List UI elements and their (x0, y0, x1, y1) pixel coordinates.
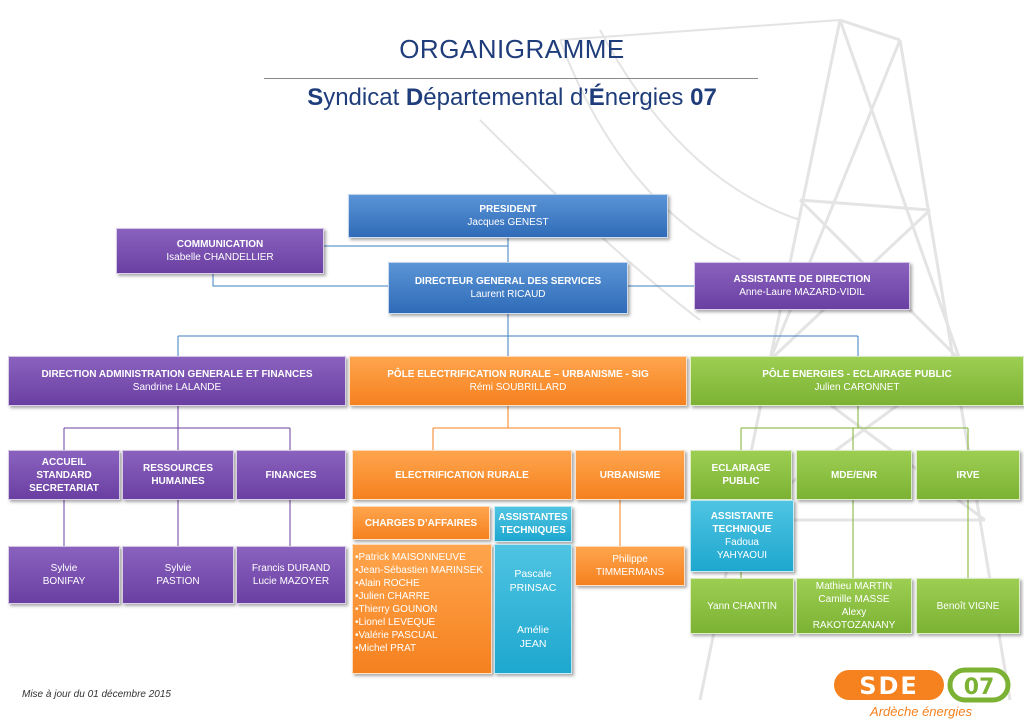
assistante-direction-box: ASSISTANTE DE DIRECTION Anne-Laure MAZAR… (694, 262, 910, 310)
charges-affaires-list: •Patrick MAISONNEUVE •Jean-Sébastien MAR… (352, 544, 492, 674)
electrification-rurale-box: ELECTRIFICATION RURALE (352, 450, 572, 500)
list-item: •Michel PRAT (355, 643, 417, 654)
staff-assistantes: Pascale PRINSAC Amélie JEAN (494, 544, 572, 674)
staff-mde: Mathieu MARTIN Camille MASSE Alexy RAKOT… (796, 578, 912, 634)
urbanisme-box: URBANISME (575, 450, 685, 500)
list-item: •Patrick MAISONNEUVE (355, 552, 466, 563)
mde-enr-box: MDE/ENR (796, 450, 912, 500)
list-item: •Thierry GOUNON (355, 604, 438, 615)
pole-energies-box: PÔLE ENERGIES - ECLAIRAGE PUBLIC Julien … (690, 356, 1024, 406)
charges-affaires-box: CHARGES D’AFFAIRES (352, 506, 490, 540)
connector-orange (432, 406, 621, 546)
staff-sylvie-pastion: Sylvie PASTION (122, 546, 234, 604)
accueil-box: ACCUEIL STANDARD SECRETARIAT (8, 450, 120, 500)
ressources-humaines-box: RESSOURCES HUMAINES (122, 450, 234, 500)
logo-tagline: Ardèche énergies (870, 704, 972, 719)
title-divider (264, 78, 758, 79)
dgs-box: DIRECTEUR GENERAL DES SERVICES Laurent R… (388, 262, 628, 314)
staff-yann: Yann CHANTIN (690, 578, 794, 634)
page-title: ORGANIGRAMME (399, 34, 625, 64)
sde07-logo: SDE 07 Ardèche énergies (826, 664, 1016, 720)
svg-text:SDE: SDE (859, 672, 919, 700)
eclairage-public-box: ECLAIRAGE PUBLIC (690, 450, 792, 500)
update-date: Mise à jour du 01 décembre 2015 (22, 689, 171, 700)
assistante-technique-box: ASSISTANTE TECHNIQUE Fadoua YAHYAOUI (690, 500, 794, 572)
communication-box: COMMUNICATION Isabelle CHANDELLIER (116, 228, 324, 274)
staff-finances: Francis DURAND Lucie MAZOYER (236, 546, 346, 604)
sde-logo-icon: SDE 07 (834, 667, 1011, 703)
dagf-box: DIRECTION ADMINISTRATION GENERALE ET FIN… (8, 356, 346, 406)
svg-text:07: 07 (964, 675, 995, 700)
list-item: •Julien CHARRE (355, 591, 430, 602)
finances-box: FINANCES (236, 450, 346, 500)
staff-philippe: Philippe TIMMERMANS (575, 546, 685, 586)
staff-sylvie-bonifay: Sylvie BONIFAY (8, 546, 120, 604)
connector-purple (63, 406, 291, 546)
irve-box: IRVE (916, 450, 1020, 500)
page-subtitle: Syndicat Départemental d’Énergies 07 (307, 84, 717, 111)
pole-electrification-box: PÔLE ELECTRIFICATION RURALE – URBANISME … (349, 356, 687, 406)
president-box: PRESIDENT Jacques GENEST (348, 194, 668, 238)
list-item: •Lionel LEVEQUE (355, 617, 436, 628)
assistantes-techniques-box: ASSISTANTES TECHNIQUES (494, 506, 572, 542)
staff-benoit: Benoît VIGNE (916, 578, 1020, 634)
list-item: •Valérie PASCUAL (355, 630, 438, 641)
list-item: •Alain ROCHE (355, 578, 420, 589)
connector-blue (177, 238, 859, 356)
list-item: •Jean-Sébastien MARINSEK (355, 565, 484, 576)
